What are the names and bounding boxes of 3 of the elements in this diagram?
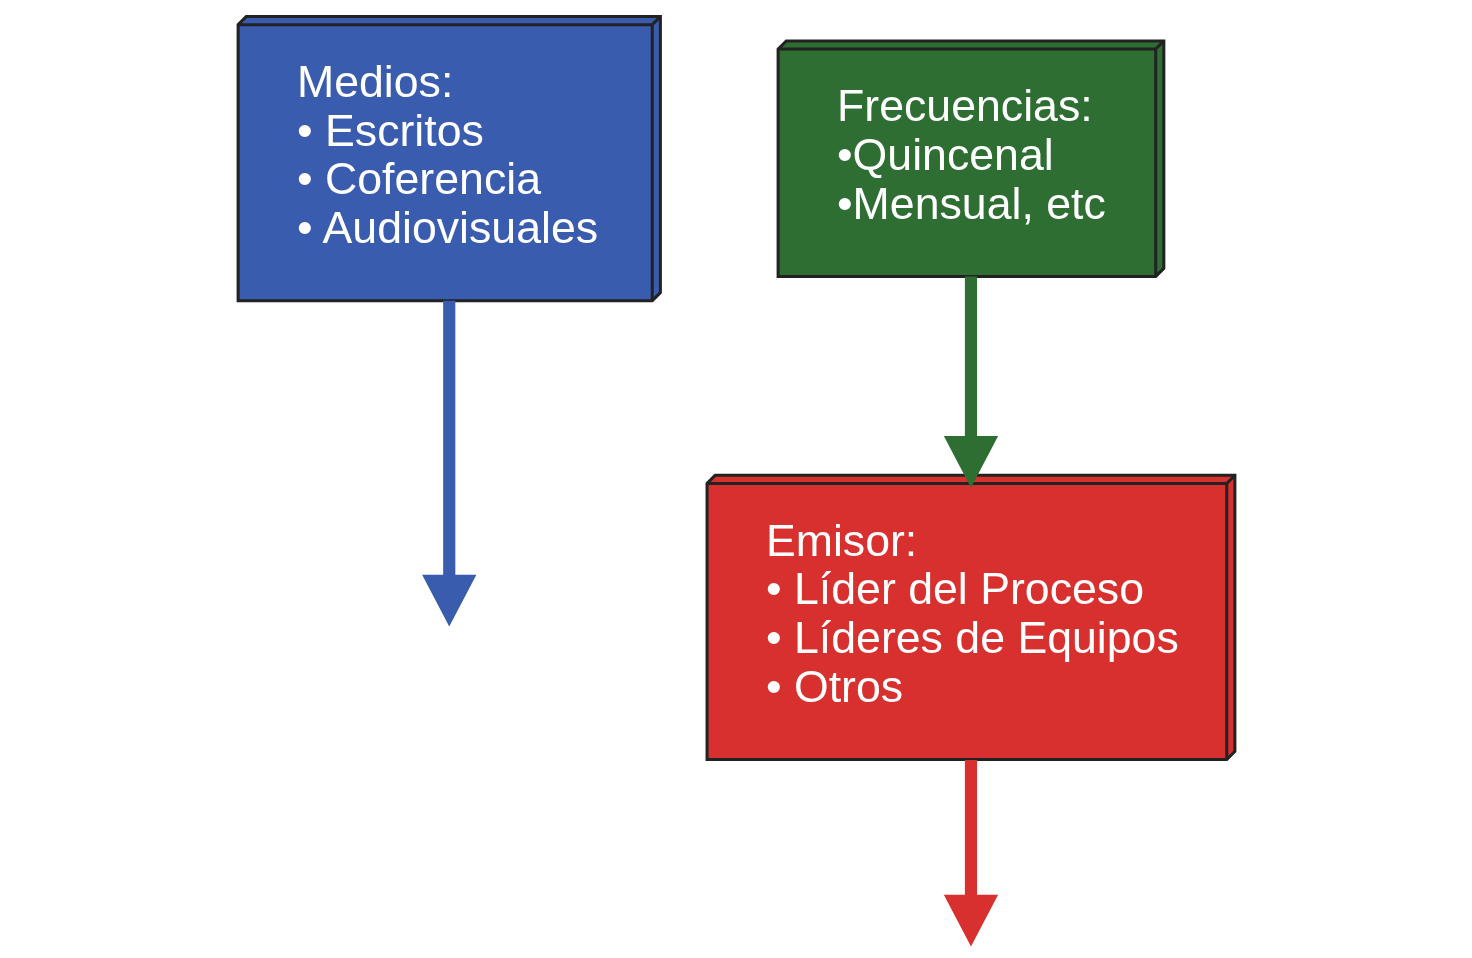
arrow	[943, 276, 998, 488]
arrow	[421, 300, 476, 627]
arrow	[943, 760, 998, 947]
